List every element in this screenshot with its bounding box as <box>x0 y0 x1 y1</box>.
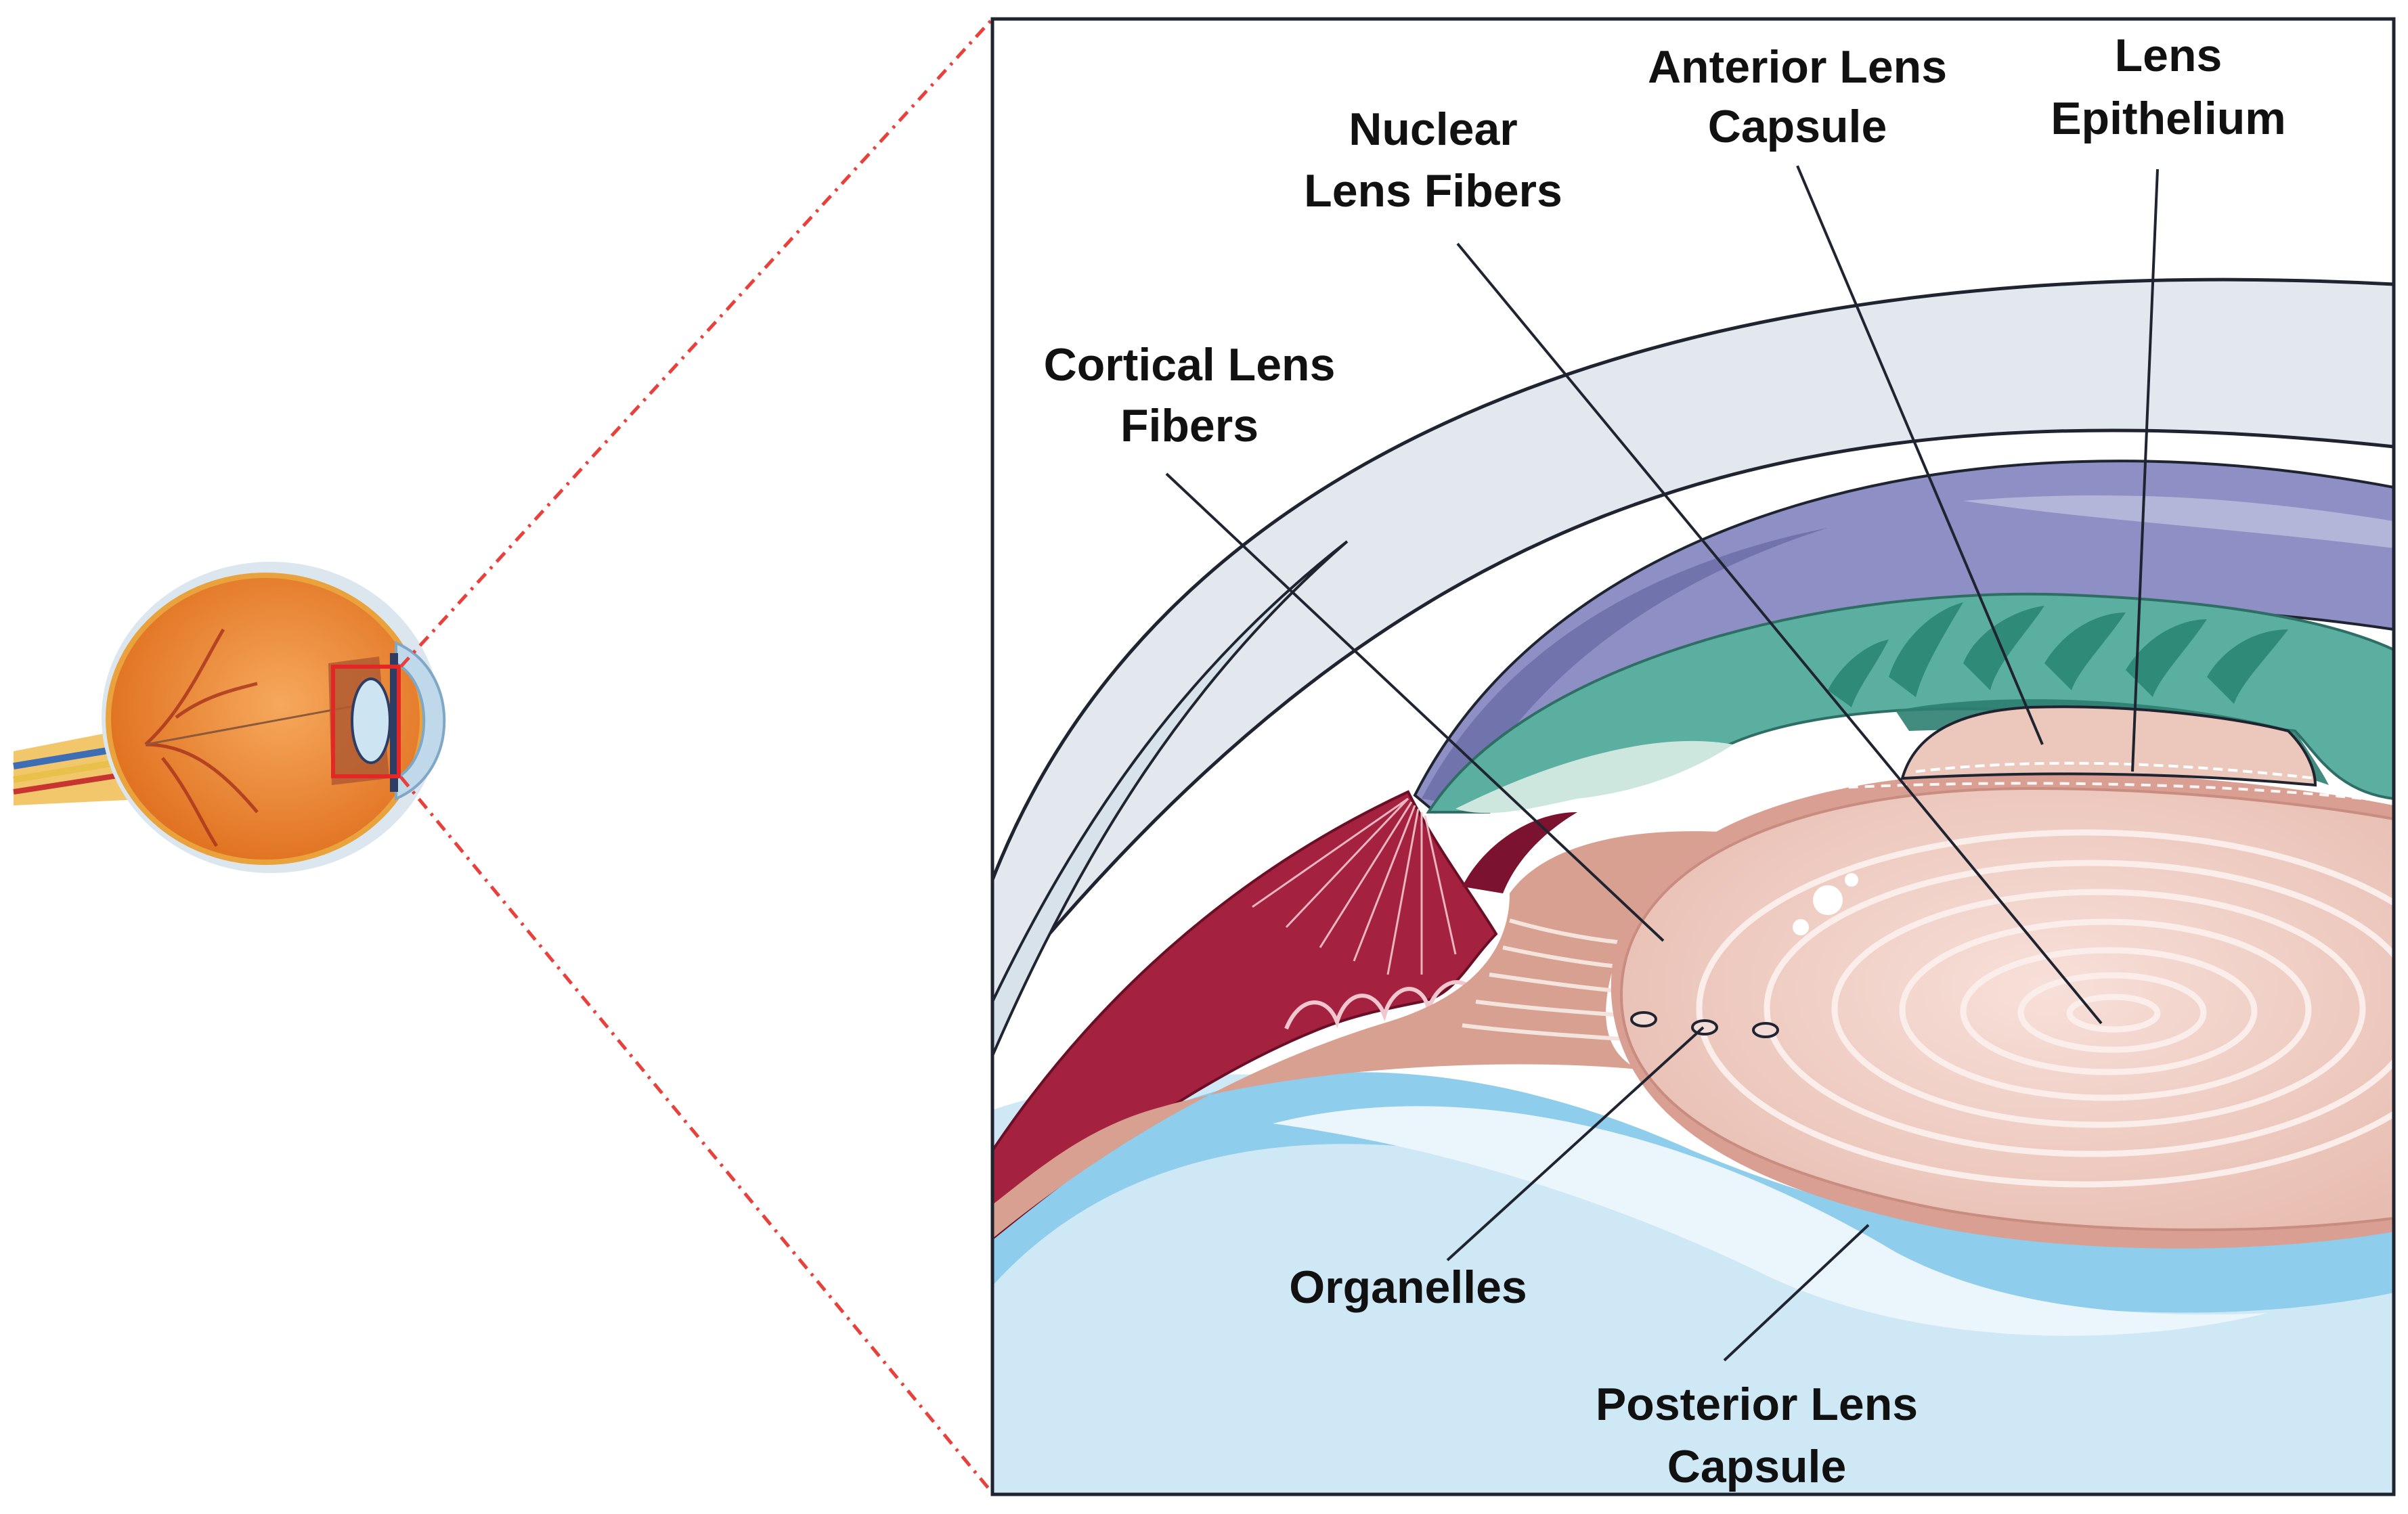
zoomed-lens-panel <box>990 17 2396 1496</box>
lens-highlights <box>1793 873 1858 935</box>
eyeball-overview <box>13 562 446 873</box>
labels: Nuclear Lens Fibers Anterior Lens Capsul… <box>1044 30 2286 1492</box>
label-anterior-lens-capsule-1: Anterior Lens <box>1648 41 1947 93</box>
label-lens-epithelium-1: Lens <box>2115 30 2223 81</box>
organelle-shapes <box>1630 1011 1779 1038</box>
lens-concentric-rings <box>1696 829 2394 1188</box>
leader-nuclear <box>1456 242 2103 1025</box>
retinal-vessels <box>144 628 259 847</box>
ciliary-processes <box>1828 602 2288 707</box>
leader-anterior <box>1796 165 2044 745</box>
label-posterior-lens-capsule-1: Posterior Lens <box>1596 1379 1918 1430</box>
label-nuclear-lens-fibers-2: Lens Fibers <box>1304 165 1562 217</box>
label-posterior-lens-capsule-2: Capsule <box>1667 1441 1847 1492</box>
vitreous-region <box>992 1074 2394 1494</box>
zoom-region-box <box>331 665 401 778</box>
leader-organelles <box>1446 1026 1705 1262</box>
leader-epithelium <box>2131 169 2159 772</box>
label-anterior-lens-capsule-2: Capsule <box>1708 101 1887 152</box>
zonule-region <box>992 831 1733 1239</box>
sclera-band <box>992 277 2394 1004</box>
leader-lines <box>1165 165 2159 1362</box>
cornea-inner-band <box>992 540 1349 1056</box>
cornea-small <box>395 640 446 801</box>
leader-cortical <box>1165 472 1665 942</box>
label-cortical-lens-fibers-1: Cortical Lens <box>1044 339 1336 391</box>
label-cortical-lens-fibers-2: Fibers <box>1120 400 1258 451</box>
label-lens-epithelium-2: Epithelium <box>2051 93 2286 144</box>
label-organelles: Organelles <box>1289 1262 1527 1313</box>
leader-posterior <box>1723 1224 1870 1362</box>
zoom-connector-lines <box>399 18 994 1494</box>
zoom-panel-frame <box>990 17 2396 1496</box>
lens-small <box>351 677 391 764</box>
ciliary-muscle-fibers <box>1252 797 1457 975</box>
label-nuclear-lens-fibers-1: Nuclear <box>1349 104 1517 155</box>
